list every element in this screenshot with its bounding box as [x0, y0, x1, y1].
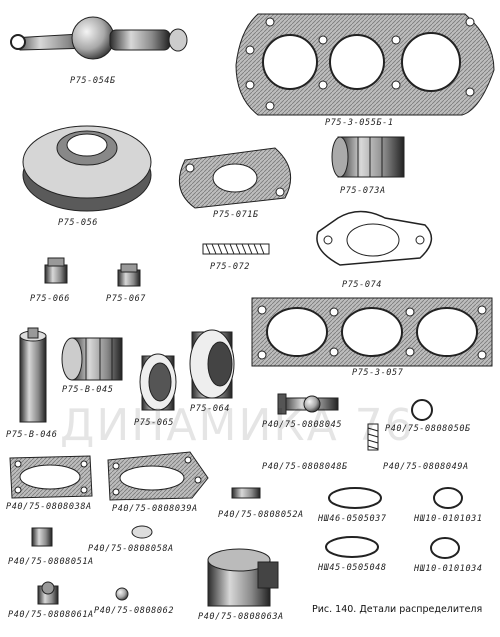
label-nsh10b: НШ10-0101034	[414, 564, 483, 574]
label-p065: Р75-065	[134, 418, 175, 428]
label-p0808049a: Р40/75-0808049А	[383, 462, 469, 472]
part-spring	[202, 243, 270, 255]
part-plug-063a	[207, 548, 279, 607]
part-flange-gasket	[316, 210, 433, 266]
part-nut-066	[44, 257, 68, 284]
label-p3-057: Р75-3-057	[352, 368, 404, 378]
part-pin	[231, 487, 261, 499]
label-p072: Р75-072	[210, 262, 251, 272]
figure-caption: Рис. 140. Детали распределителя	[312, 604, 483, 615]
part-disc	[22, 125, 152, 212]
label-p066: Р75-066	[30, 294, 71, 304]
label-p0808050b: Р40/75-0808050Б	[385, 424, 471, 434]
label-p0808062: Р40/75-0808062	[94, 606, 175, 616]
watermark: ДИНАМИКА 76	[60, 400, 415, 451]
label-p056: Р75-056	[58, 218, 99, 228]
part-knurled-sleeve	[61, 337, 123, 381]
label-nsh10a: НШ10-0101031	[414, 514, 483, 524]
part-small-spring	[367, 423, 379, 451]
part-lever	[10, 16, 188, 60]
label-p3-055b1: Р75-3-055Б-1	[325, 118, 394, 128]
part-ring-064	[189, 329, 235, 399]
part-small-gasket	[178, 147, 292, 209]
part-plate-038a	[9, 455, 93, 499]
part-ring-065	[139, 353, 177, 411]
part-oring-nsh10a	[433, 487, 463, 509]
label-p054b: Р75-054Б	[70, 76, 116, 86]
part-oring-nsh46	[328, 487, 382, 509]
label-p0808058a: Р40/75-0808058А	[88, 544, 174, 554]
label-p0808052a: Р40/75-0808052А	[218, 510, 304, 520]
part-ball-062	[115, 587, 129, 601]
part-tube	[19, 327, 47, 423]
label-p074: Р75-074	[342, 280, 383, 290]
label-p0808061a: Р40/75-0808061А	[8, 610, 94, 620]
label-p0808045: Р40/75-0808045	[262, 420, 343, 430]
part-washer-506	[411, 399, 433, 421]
part-nut-067	[117, 263, 141, 287]
label-nsh46: НШ46-0505037	[318, 514, 387, 524]
part-oring-nsh45	[325, 536, 379, 558]
label-nsh45: НШ45-0505048	[318, 563, 387, 573]
part-large-gasket	[235, 13, 495, 116]
label-p0808038a: Р40/75-0808038А	[6, 502, 92, 512]
label-p0808039a: Р40/75-0808039А	[112, 504, 198, 514]
part-plate-039a	[107, 451, 209, 501]
part-bushing	[331, 136, 405, 178]
part-valve	[277, 393, 339, 415]
part-nut-051a	[31, 527, 53, 547]
label-p0808048b: Р40/75-0808048Б	[262, 462, 348, 472]
label-p067: Р75-067	[106, 294, 147, 304]
part-washer-058a	[131, 525, 153, 539]
part-cap-061a	[37, 581, 59, 605]
part-long-gasket	[251, 297, 493, 367]
label-p064: Р75-064	[190, 404, 231, 414]
label-pb045: Р75-В-045	[62, 385, 114, 395]
label-pb046: Р75-В-046	[6, 430, 58, 440]
label-p073a: Р75-073А	[340, 186, 386, 196]
label-p071b: Р75-071Б	[213, 210, 259, 220]
label-p0808063a: Р40/75-0808063А	[198, 612, 284, 622]
label-p0808051a: Р40/75-0808051А	[8, 557, 94, 567]
part-oring-nsh10b	[430, 537, 460, 559]
